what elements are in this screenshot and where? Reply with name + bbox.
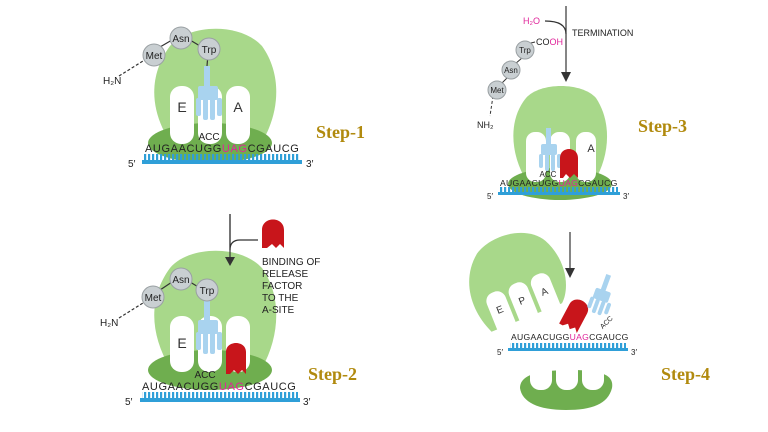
- aa-met-label: Met: [145, 293, 162, 304]
- aa-met: [141, 285, 165, 309]
- aa-asn: [169, 267, 193, 291]
- mrna-strand: [498, 192, 620, 195]
- aa-met-label: Met: [490, 86, 504, 95]
- mrna-sequence: AUGAACUGGUAGCGAUCG: [145, 143, 299, 155]
- a-site-label: A: [587, 143, 595, 155]
- release-factor: [226, 343, 246, 374]
- anticodon: ACC: [198, 132, 219, 143]
- step2-label: Step-2: [308, 364, 357, 384]
- three-prime: 3′: [306, 159, 314, 170]
- aa-asn-label: Asn: [504, 66, 518, 75]
- aa-asn: [169, 26, 193, 50]
- mrna-sequence: AUGAACUGGUAGCGAUCG: [511, 332, 629, 342]
- a-site-label: A: [233, 99, 243, 115]
- three-prime: 3′: [631, 348, 637, 357]
- step4-panel: E P A ACC AUGAACUGGUAGCGAUCG 5′ 3′: [469, 232, 710, 410]
- aa-asn: [501, 60, 521, 80]
- three-prime: 3′: [303, 397, 311, 408]
- anticodon: ACC: [599, 315, 614, 330]
- anticodon: ACC: [194, 370, 215, 381]
- water-label: H₂O: [523, 16, 540, 26]
- amino-terminus: H₂N: [103, 76, 121, 87]
- mrna-strand: [140, 398, 300, 402]
- svg-text:FACTOR: FACTOR: [262, 281, 302, 292]
- aa-met: [142, 43, 166, 67]
- svg-text:TO THE: TO THE: [262, 293, 299, 304]
- amino-terminus: H₂N: [100, 318, 118, 329]
- five-prime: 5′: [128, 159, 136, 170]
- e-site: [170, 316, 194, 372]
- aa-met: [487, 80, 507, 100]
- svg-text:RELEASE: RELEASE: [262, 269, 308, 280]
- e-site-label: E: [177, 335, 186, 351]
- mrna-bases: [510, 343, 626, 348]
- five-prime: 5′: [487, 192, 493, 201]
- trna: [196, 66, 222, 120]
- mrna-strand: [508, 348, 628, 351]
- step1-label: Step-1: [316, 122, 365, 142]
- amino-terminus: NH₂: [477, 120, 494, 130]
- aa-asn-label: Asn: [172, 275, 189, 286]
- svg-text:A-SITE: A-SITE: [262, 305, 295, 316]
- mrna-strand: [142, 160, 302, 164]
- three-prime: 3′: [623, 192, 629, 201]
- aa-trp-label: Trp: [202, 45, 217, 56]
- anticodon: ACC: [540, 170, 557, 179]
- trna: [196, 300, 222, 354]
- termination-label: TERMINATION: [572, 28, 633, 38]
- large-subunit-dissociating: E P A: [469, 233, 566, 335]
- small-subunit-dissociating: [520, 360, 613, 410]
- binding-caption: BINDING OF RELEASE FACTOR TO THE A-SITE: [262, 257, 320, 316]
- a-site: [226, 86, 250, 144]
- mrna-bases: [500, 187, 618, 192]
- trna: [539, 128, 561, 171]
- e-site-label: E: [495, 304, 506, 317]
- aa-trp-label: Trp: [519, 46, 531, 55]
- e-site-label: E: [177, 99, 186, 115]
- mrna-sequence: AUGAACUGGUAGCGAUCG: [142, 381, 296, 393]
- step3-panel: H₂O TERMINATION COOH Trp Asn Met NH₂ A A…: [477, 6, 687, 201]
- released-trna: [587, 274, 612, 316]
- release-factor: [560, 149, 578, 178]
- e-site: [526, 132, 546, 182]
- five-prime: 5′: [125, 397, 133, 408]
- aa-trp-label: Trp: [200, 286, 215, 297]
- mrna-bases: [144, 154, 300, 160]
- a-site-label: A: [540, 286, 551, 299]
- a-site: [576, 132, 596, 182]
- mrna-sequence: AUGAACUGGUAGCGAUCG: [500, 178, 618, 188]
- e-site: [170, 86, 194, 144]
- aa-trp: [197, 37, 221, 61]
- aa-asn-label: Asn: [172, 34, 189, 45]
- five-prime: 5′: [497, 348, 503, 357]
- free-release-factor: [262, 219, 284, 248]
- svg-text:BINDING OF: BINDING OF: [262, 257, 320, 268]
- binding-arrow: [229, 214, 258, 251]
- aa-trp: [195, 278, 219, 302]
- step3-label: Step-3: [638, 116, 687, 136]
- step2-panel: E Met Asn Trp H₂N ACC AUGAACUGGUAGCGAUCG…: [100, 214, 357, 408]
- aa-met-label: Met: [146, 51, 163, 62]
- step1-panel: E A Met Asn Trp H₂N ACC AUGAACUGGUA: [103, 26, 365, 170]
- carboxyl-terminus: COOH: [536, 37, 563, 47]
- aa-trp: [515, 40, 535, 60]
- p-site-label: P: [517, 295, 528, 308]
- released-release-factor: [559, 299, 589, 333]
- step4-label: Step-4: [661, 364, 710, 384]
- mrna-bases: [142, 392, 298, 398]
